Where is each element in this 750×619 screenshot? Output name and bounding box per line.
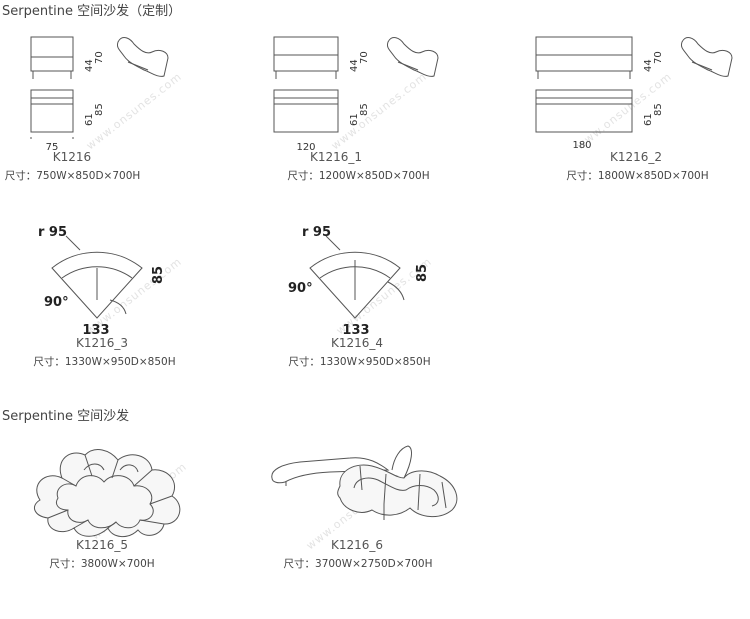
drawing-k1216: 75 44 70 61 85 xyxy=(30,36,169,153)
width-label: 133 xyxy=(342,323,369,338)
top-view xyxy=(30,89,74,133)
drawing-k1216-4: r 95 90° 133 85 xyxy=(288,225,430,338)
curved-segment xyxy=(51,251,143,319)
section-title-custom: Serpentine 空间沙发（定制） xyxy=(2,4,182,19)
depth-dimension: 85 xyxy=(94,103,105,116)
width-dimension: 75 xyxy=(46,142,59,153)
serpentine-loop xyxy=(33,449,181,537)
height-dimension: 44 xyxy=(84,59,95,72)
depth-dimension: 85 xyxy=(653,103,664,116)
product-code-k1216-6: K1216_6 xyxy=(330,538,384,552)
height-dimension: 70 xyxy=(359,51,370,64)
product-spec-k1216-1: 尺寸：1200W×850D×700H xyxy=(287,170,430,182)
front-view xyxy=(30,36,74,72)
top-view xyxy=(273,89,339,133)
product-code-k1216-4: K1216_4 xyxy=(330,336,384,350)
drawing-k1216-1: 120 44 70 61 85 xyxy=(273,36,439,153)
depth-label: 85 xyxy=(415,264,430,282)
radius-label: r 95 xyxy=(302,225,331,240)
drawing-k1216-2: 180 44 70 61 85 xyxy=(535,36,733,151)
product-spec-k1216-5: 尺寸：3800W×700H xyxy=(49,558,155,570)
height-dimension: 70 xyxy=(94,51,105,64)
width-label: 133 xyxy=(82,323,109,338)
height-dimension: 44 xyxy=(643,59,654,72)
product-spec-k1216-6: 尺寸：3700W×2750D×700H xyxy=(283,558,433,570)
radius-label: r 95 xyxy=(38,225,67,240)
product-code-k1216-1: K1216_1 xyxy=(309,150,363,164)
product-code-k1216-3: K1216_3 xyxy=(75,336,129,350)
product-spec-k1216-3: 尺寸：1330W×950D×850H xyxy=(33,356,176,368)
depth-dimension: 61 xyxy=(643,113,654,126)
drawing-k1216-6 xyxy=(271,445,458,520)
front-view xyxy=(535,36,633,72)
product-spec-k1216: 尺寸：750W×850D×700H xyxy=(4,170,141,182)
product-spec-k1216-2: 尺寸：1800W×850D×700H xyxy=(566,170,709,182)
section-title-standard: Serpentine 空间沙发 xyxy=(2,409,130,424)
side-profile xyxy=(117,37,169,77)
width-dimension: 120 xyxy=(296,142,315,153)
side-profile xyxy=(387,37,439,77)
drawing-k1216-3: r 95 90° 133 85 xyxy=(38,225,166,338)
height-dimension: 70 xyxy=(653,51,664,64)
depth-dimension: 85 xyxy=(359,103,370,116)
angle-label: 90° xyxy=(44,295,69,310)
product-code-k1216-2: K1216_2 xyxy=(609,150,663,164)
angle-label: 90° xyxy=(288,281,313,296)
product-code-k1216: K1216 xyxy=(52,150,92,164)
product-code-k1216-5: K1216_5 xyxy=(75,538,129,552)
drawing-k1216-5 xyxy=(33,449,181,537)
side-profile xyxy=(681,37,733,77)
depth-dimension: 61 xyxy=(84,113,95,126)
top-view xyxy=(535,89,633,133)
height-dimension: 44 xyxy=(349,59,360,72)
width-dimension: 180 xyxy=(572,140,591,151)
front-view xyxy=(273,36,339,72)
curved-segment xyxy=(309,251,401,319)
depth-label: 85 xyxy=(151,266,166,284)
product-spec-k1216-4: 尺寸：1330W×950D×850H xyxy=(288,356,431,368)
watermark-text: www.onsunes.com xyxy=(329,70,429,152)
serpentine-long xyxy=(271,457,390,484)
depth-dimension: 61 xyxy=(349,113,360,126)
